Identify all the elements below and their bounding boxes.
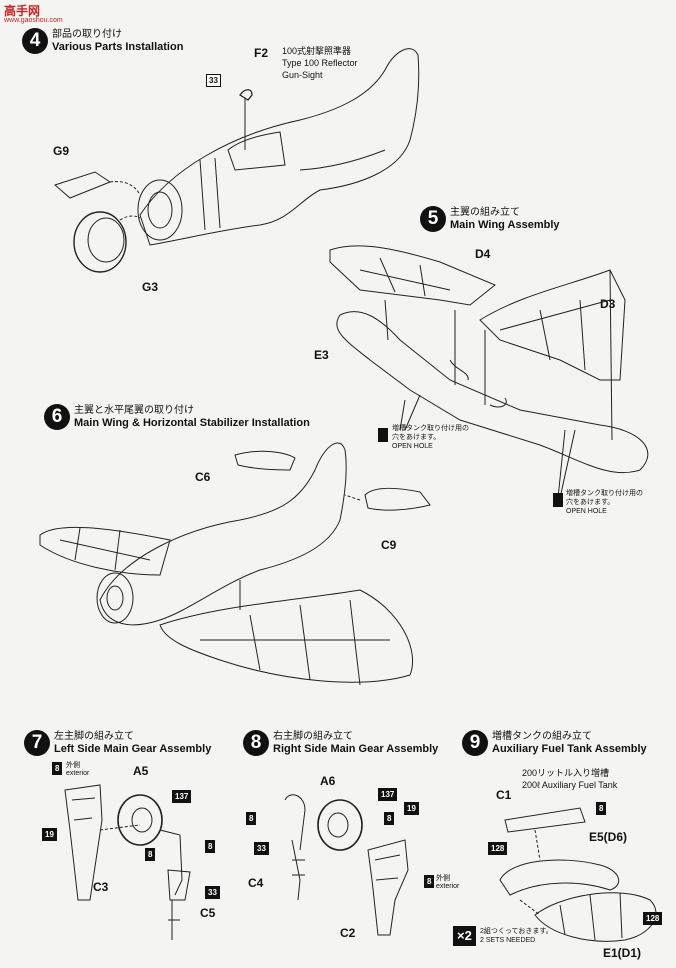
- step-9-number: 9: [462, 730, 488, 756]
- fuselage-step6: [99, 442, 347, 626]
- watermark-url: www.gaoshou.com: [4, 17, 63, 24]
- part-label-c2: C2: [340, 926, 356, 940]
- hole-note-right-en: OPEN HOLE: [566, 508, 607, 515]
- step-4-number: 4: [22, 28, 48, 54]
- tank-lower-e1: [534, 892, 657, 942]
- step-4-title-jp: 部品の取り付け: [52, 29, 122, 40]
- wing-right-step6: [159, 589, 414, 683]
- part-label-d4: D4: [475, 247, 491, 261]
- sway-brace-c1: [504, 807, 586, 833]
- part-label-c5: C5: [200, 906, 216, 920]
- tank-note-jp: 200リットル入り増槽: [522, 768, 610, 778]
- step-6-title-en: Main Wing & Horizontal Stabilizer Instal…: [74, 417, 310, 429]
- step-5-title-jp: 主翼の組み立て: [450, 207, 520, 218]
- color-callout-137: 137: [378, 788, 398, 801]
- color-callout-19: 19: [42, 828, 57, 841]
- color-callout-8b: 8: [145, 848, 156, 861]
- color-callout-8c: 8: [205, 840, 216, 853]
- quantity-badge: ×2: [453, 926, 476, 946]
- part-label-a5: A5: [133, 764, 149, 778]
- part-label-g3: G3: [142, 280, 159, 294]
- wing-upper-right: [479, 269, 626, 381]
- hole-note-right-jp1: 増槽タンク取り付け用の: [566, 490, 643, 497]
- color-callout-33: 33: [205, 886, 220, 899]
- step-4-header: 4 部品の取り付け Various Parts Installation: [22, 28, 183, 54]
- step-8-title-en: Right Side Main Gear Assembly: [273, 743, 439, 755]
- part-label-a6: A6: [320, 774, 336, 788]
- hole-note-left-en: OPEN HOLE: [392, 443, 433, 450]
- sets-note-jp: 2組つくっておきます。: [480, 928, 553, 935]
- hole-note-left-jp2: 穴をあけます。: [392, 434, 441, 441]
- color-callout-8c: 8: [424, 875, 435, 888]
- color-callout-128: 128: [488, 842, 508, 855]
- watermark-logo: 高手网: [4, 4, 41, 18]
- color-callout-8b: 8: [384, 812, 395, 825]
- color-callout-137: 137: [172, 790, 192, 803]
- tank-note-en: 200ℓ Auxiliary Fuel Tank: [522, 780, 618, 790]
- step-7-title-jp: 左主脚の組み立て: [54, 731, 134, 742]
- drill-icon-left: [378, 428, 388, 442]
- exterior-note-jp: 外側: [436, 875, 450, 882]
- f2-note-en2: Gun-Sight: [282, 70, 323, 80]
- part-label-c4: C4: [248, 876, 264, 890]
- step-6-number: 6: [44, 404, 70, 430]
- color-callout-19: 19: [404, 802, 419, 815]
- part-label-d3: D3: [600, 297, 616, 311]
- color-callout-33: 33: [254, 842, 269, 855]
- part-label-c1: C1: [496, 788, 512, 802]
- gear-door-c2: [367, 839, 409, 936]
- step-5-title-en: Main Wing Assembly: [450, 219, 560, 231]
- wing-upper-left: [329, 245, 496, 306]
- step-9-header: 9 増槽タンクの組み立て Auxiliary Fuel Tank Assembl…: [462, 730, 647, 756]
- wing-lower: [336, 311, 649, 474]
- part-label-g9: G9: [53, 144, 70, 158]
- part-label-c6: C6: [195, 470, 211, 484]
- part-label-c3: C3: [93, 880, 109, 894]
- step-8-title-jp: 右主脚の組み立て: [273, 731, 353, 742]
- hole-note-left-jp1: 増槽タンク取り付け用の: [392, 425, 469, 432]
- step-5-header: 5 主翼の組み立て Main Wing Assembly: [420, 206, 560, 232]
- color-callout-8: 8: [596, 802, 607, 815]
- exterior-note-en: exterior: [436, 883, 460, 890]
- step-8-number: 8: [243, 730, 269, 756]
- color-callout-33: 33: [206, 74, 221, 87]
- step-9-title-jp: 増槽タンクの組み立て: [492, 731, 592, 742]
- f2-note-jp: 100式射撃照準器: [282, 46, 352, 56]
- part-label-f2: F2: [254, 46, 269, 60]
- part-label-e5: E5(D6): [589, 830, 628, 844]
- wing-left-step6: [39, 526, 171, 576]
- drill-icon-right: [553, 493, 563, 507]
- exterior-note-en: exterior: [66, 770, 90, 777]
- step-7-number: 7: [24, 730, 50, 756]
- part-label-c9: C9: [381, 538, 397, 552]
- step-5-number: 5: [420, 206, 446, 232]
- part-label-e3: E3: [314, 348, 329, 362]
- sets-note-en: 2 SETS NEEDED: [480, 937, 536, 944]
- f2-note-en1: Type 100 Reflector: [282, 58, 358, 68]
- exterior-note-jp: 外側: [66, 762, 80, 769]
- step-4-title-en: Various Parts Installation: [52, 41, 184, 53]
- step-6-header: 6 主翼と水平尾翼の取り付け Main Wing & Horizontal St…: [44, 404, 310, 430]
- color-callout-8: 8: [52, 762, 63, 775]
- tank-upper-e5: [499, 859, 620, 896]
- color-callout-128b: 128: [643, 912, 663, 925]
- part-label-e1: E1(D1): [603, 946, 642, 960]
- gear-door-c3: [64, 784, 103, 901]
- hole-note-right-jp2: 穴をあけます。: [566, 499, 615, 506]
- fuselage-step4: [139, 48, 420, 246]
- step-9-title-en: Auxiliary Fuel Tank Assembly: [492, 743, 647, 755]
- step-7-title-en: Left Side Main Gear Assembly: [54, 743, 212, 755]
- step-8-header: 8 右主脚の組み立て Right Side Main Gear Assembly: [243, 730, 438, 756]
- step-6-title-jp: 主翼と水平尾翼の取り付け: [74, 405, 194, 416]
- step-7-header: 7 左主脚の組み立て Left Side Main Gear Assembly: [24, 730, 211, 756]
- color-callout-8: 8: [246, 812, 257, 825]
